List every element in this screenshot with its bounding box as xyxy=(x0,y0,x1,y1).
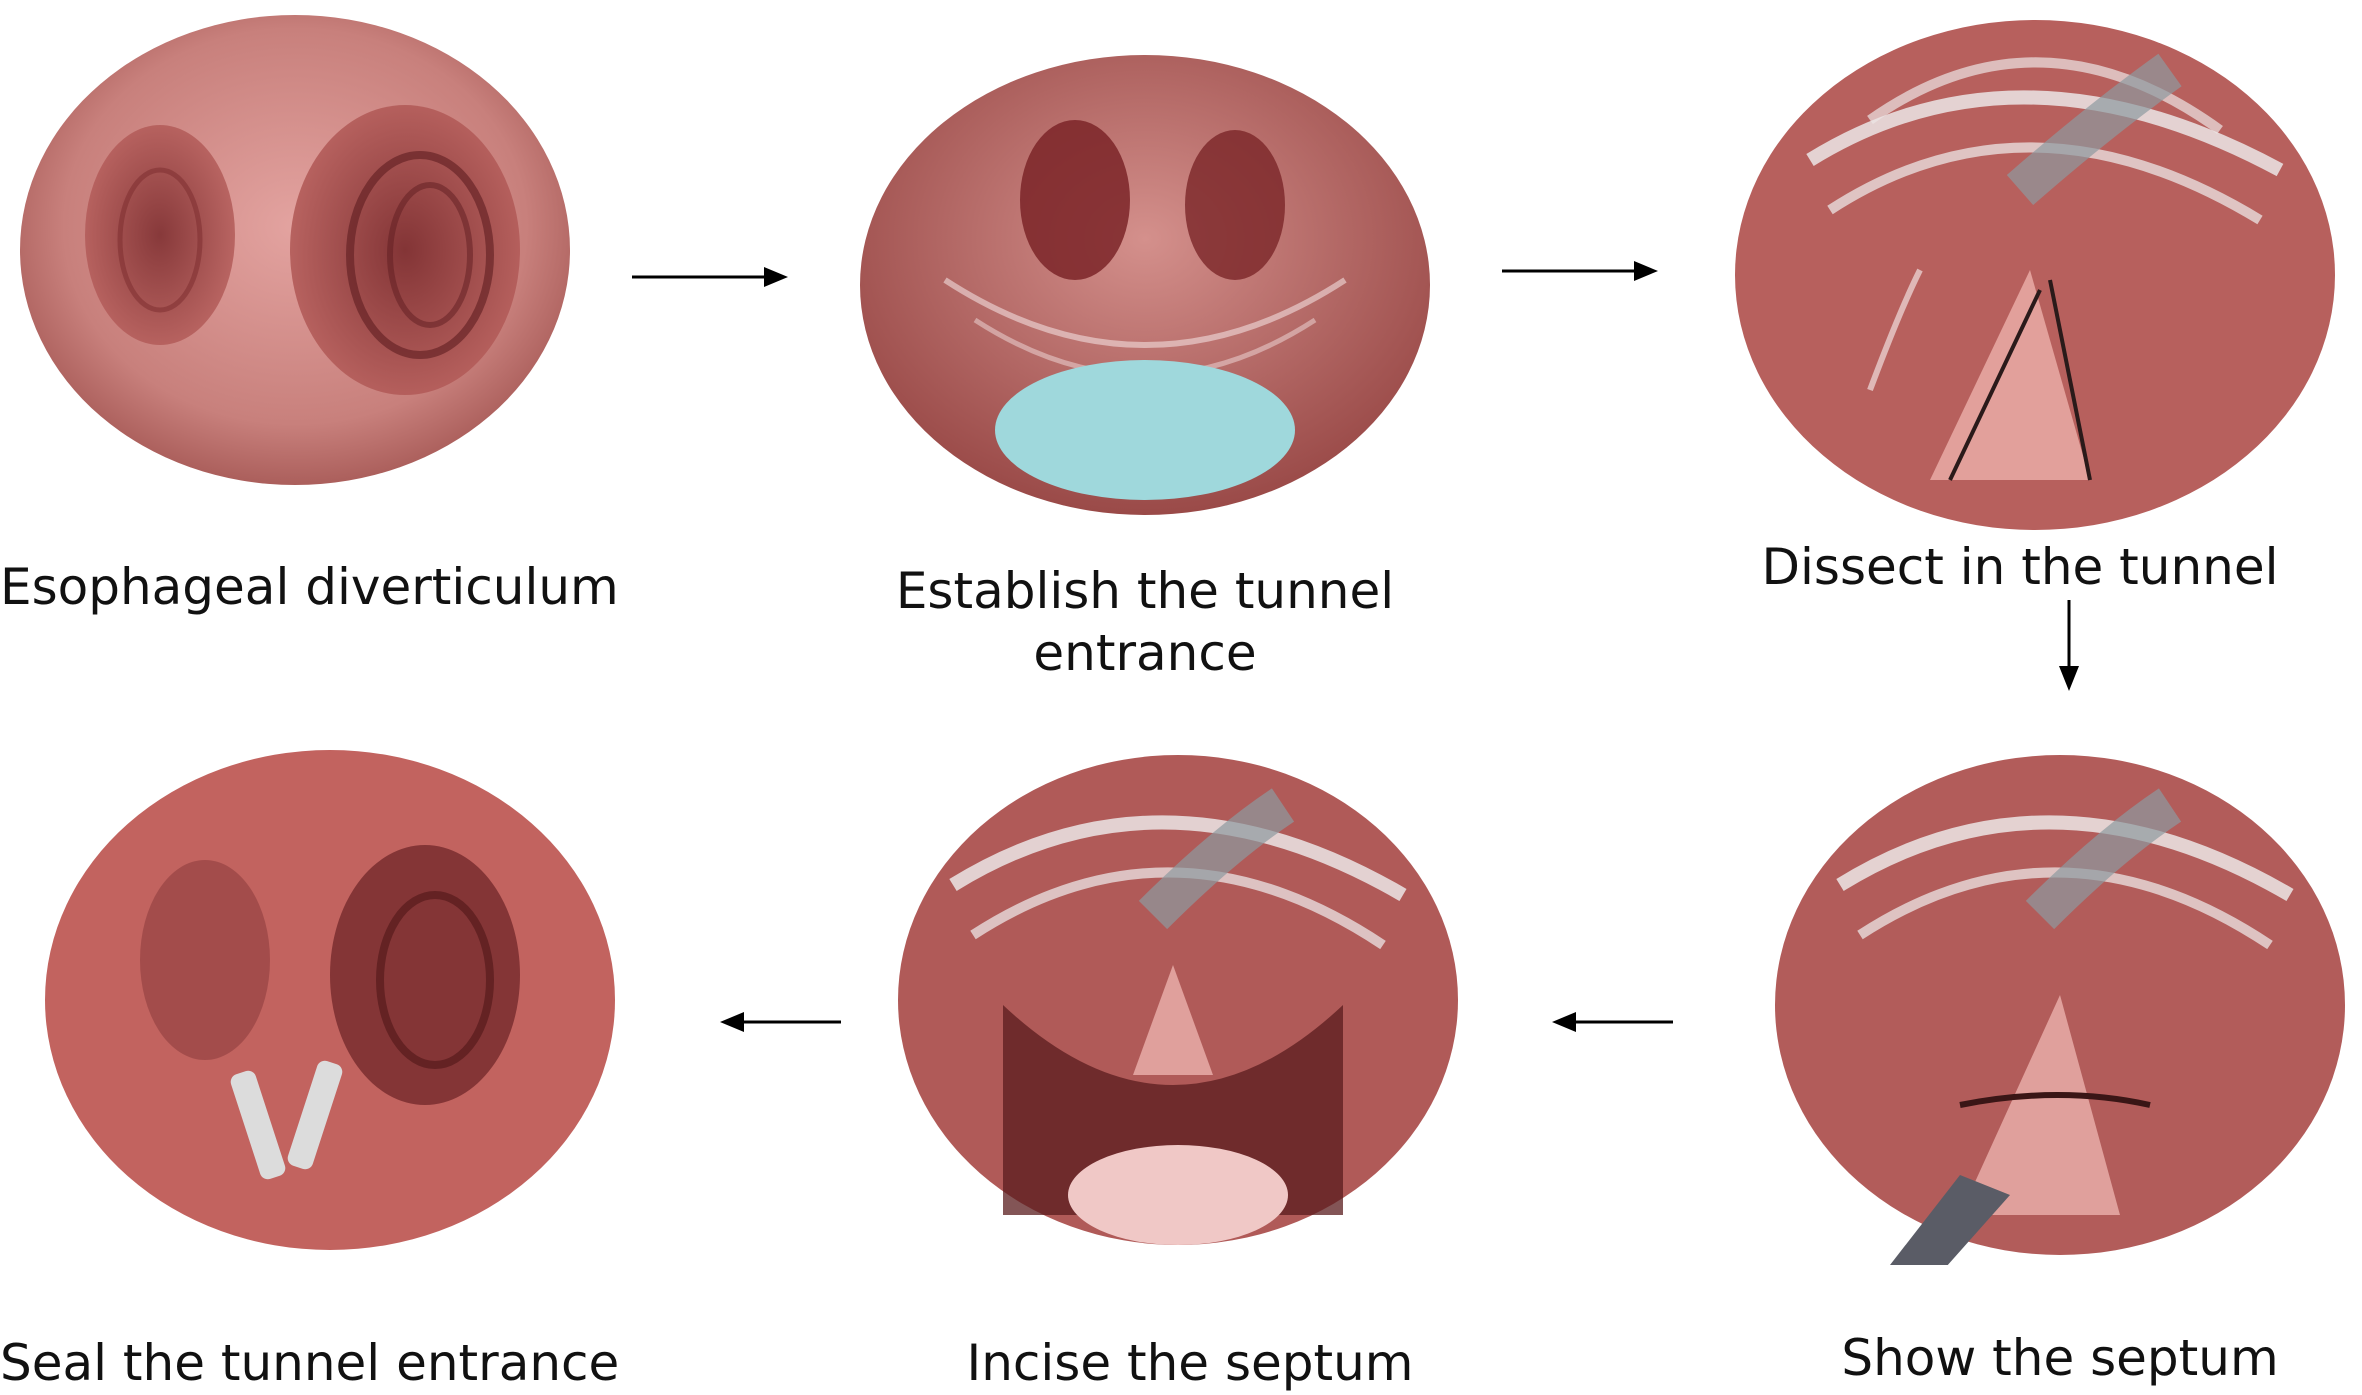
panel-dissect-tunnel xyxy=(1720,10,2360,550)
endoscopic-view-incision xyxy=(898,755,1458,1245)
caption-dissect-tunnel: Dissect in the tunnel xyxy=(1761,538,2279,596)
caption-show-septum: Show the septum xyxy=(1841,1329,2279,1387)
endoscopic-view-dissection xyxy=(1735,20,2335,530)
endoscopic-view-tunnel-entrance xyxy=(860,55,1430,515)
panel-esophageal-diverticulum xyxy=(10,10,580,510)
arrow-left-1 xyxy=(1552,1012,1673,1032)
endoscopic-view-clips xyxy=(45,750,615,1250)
caption-esophageal-diverticulum: Esophageal diverticulum xyxy=(0,558,619,616)
arrow-right-1 xyxy=(632,267,788,287)
hemostatic-clips xyxy=(230,1060,343,1180)
endoscopic-knife-instrument xyxy=(1890,1175,2010,1265)
arrow-down xyxy=(2059,600,2079,691)
panel-seal-tunnel xyxy=(40,745,620,1255)
endoscopic-view-diverticulum xyxy=(20,15,570,485)
caption-seal-tunnel: Seal the tunnel entrance xyxy=(0,1334,620,1392)
caption-incise-septum: Incise the septum xyxy=(966,1334,1414,1392)
arrow-left-2 xyxy=(720,1012,841,1032)
endoscopic-view-septum xyxy=(1775,755,2345,1265)
panel-incise-septum xyxy=(893,745,1463,1255)
caption-establish-tunnel: Establish the tunnel entrance xyxy=(895,562,1395,682)
submucosal-injection-bleb xyxy=(995,360,1295,500)
arrow-right-2 xyxy=(1502,261,1658,281)
panel-establish-tunnel xyxy=(855,50,1435,520)
panel-show-septum xyxy=(1770,745,2350,1265)
